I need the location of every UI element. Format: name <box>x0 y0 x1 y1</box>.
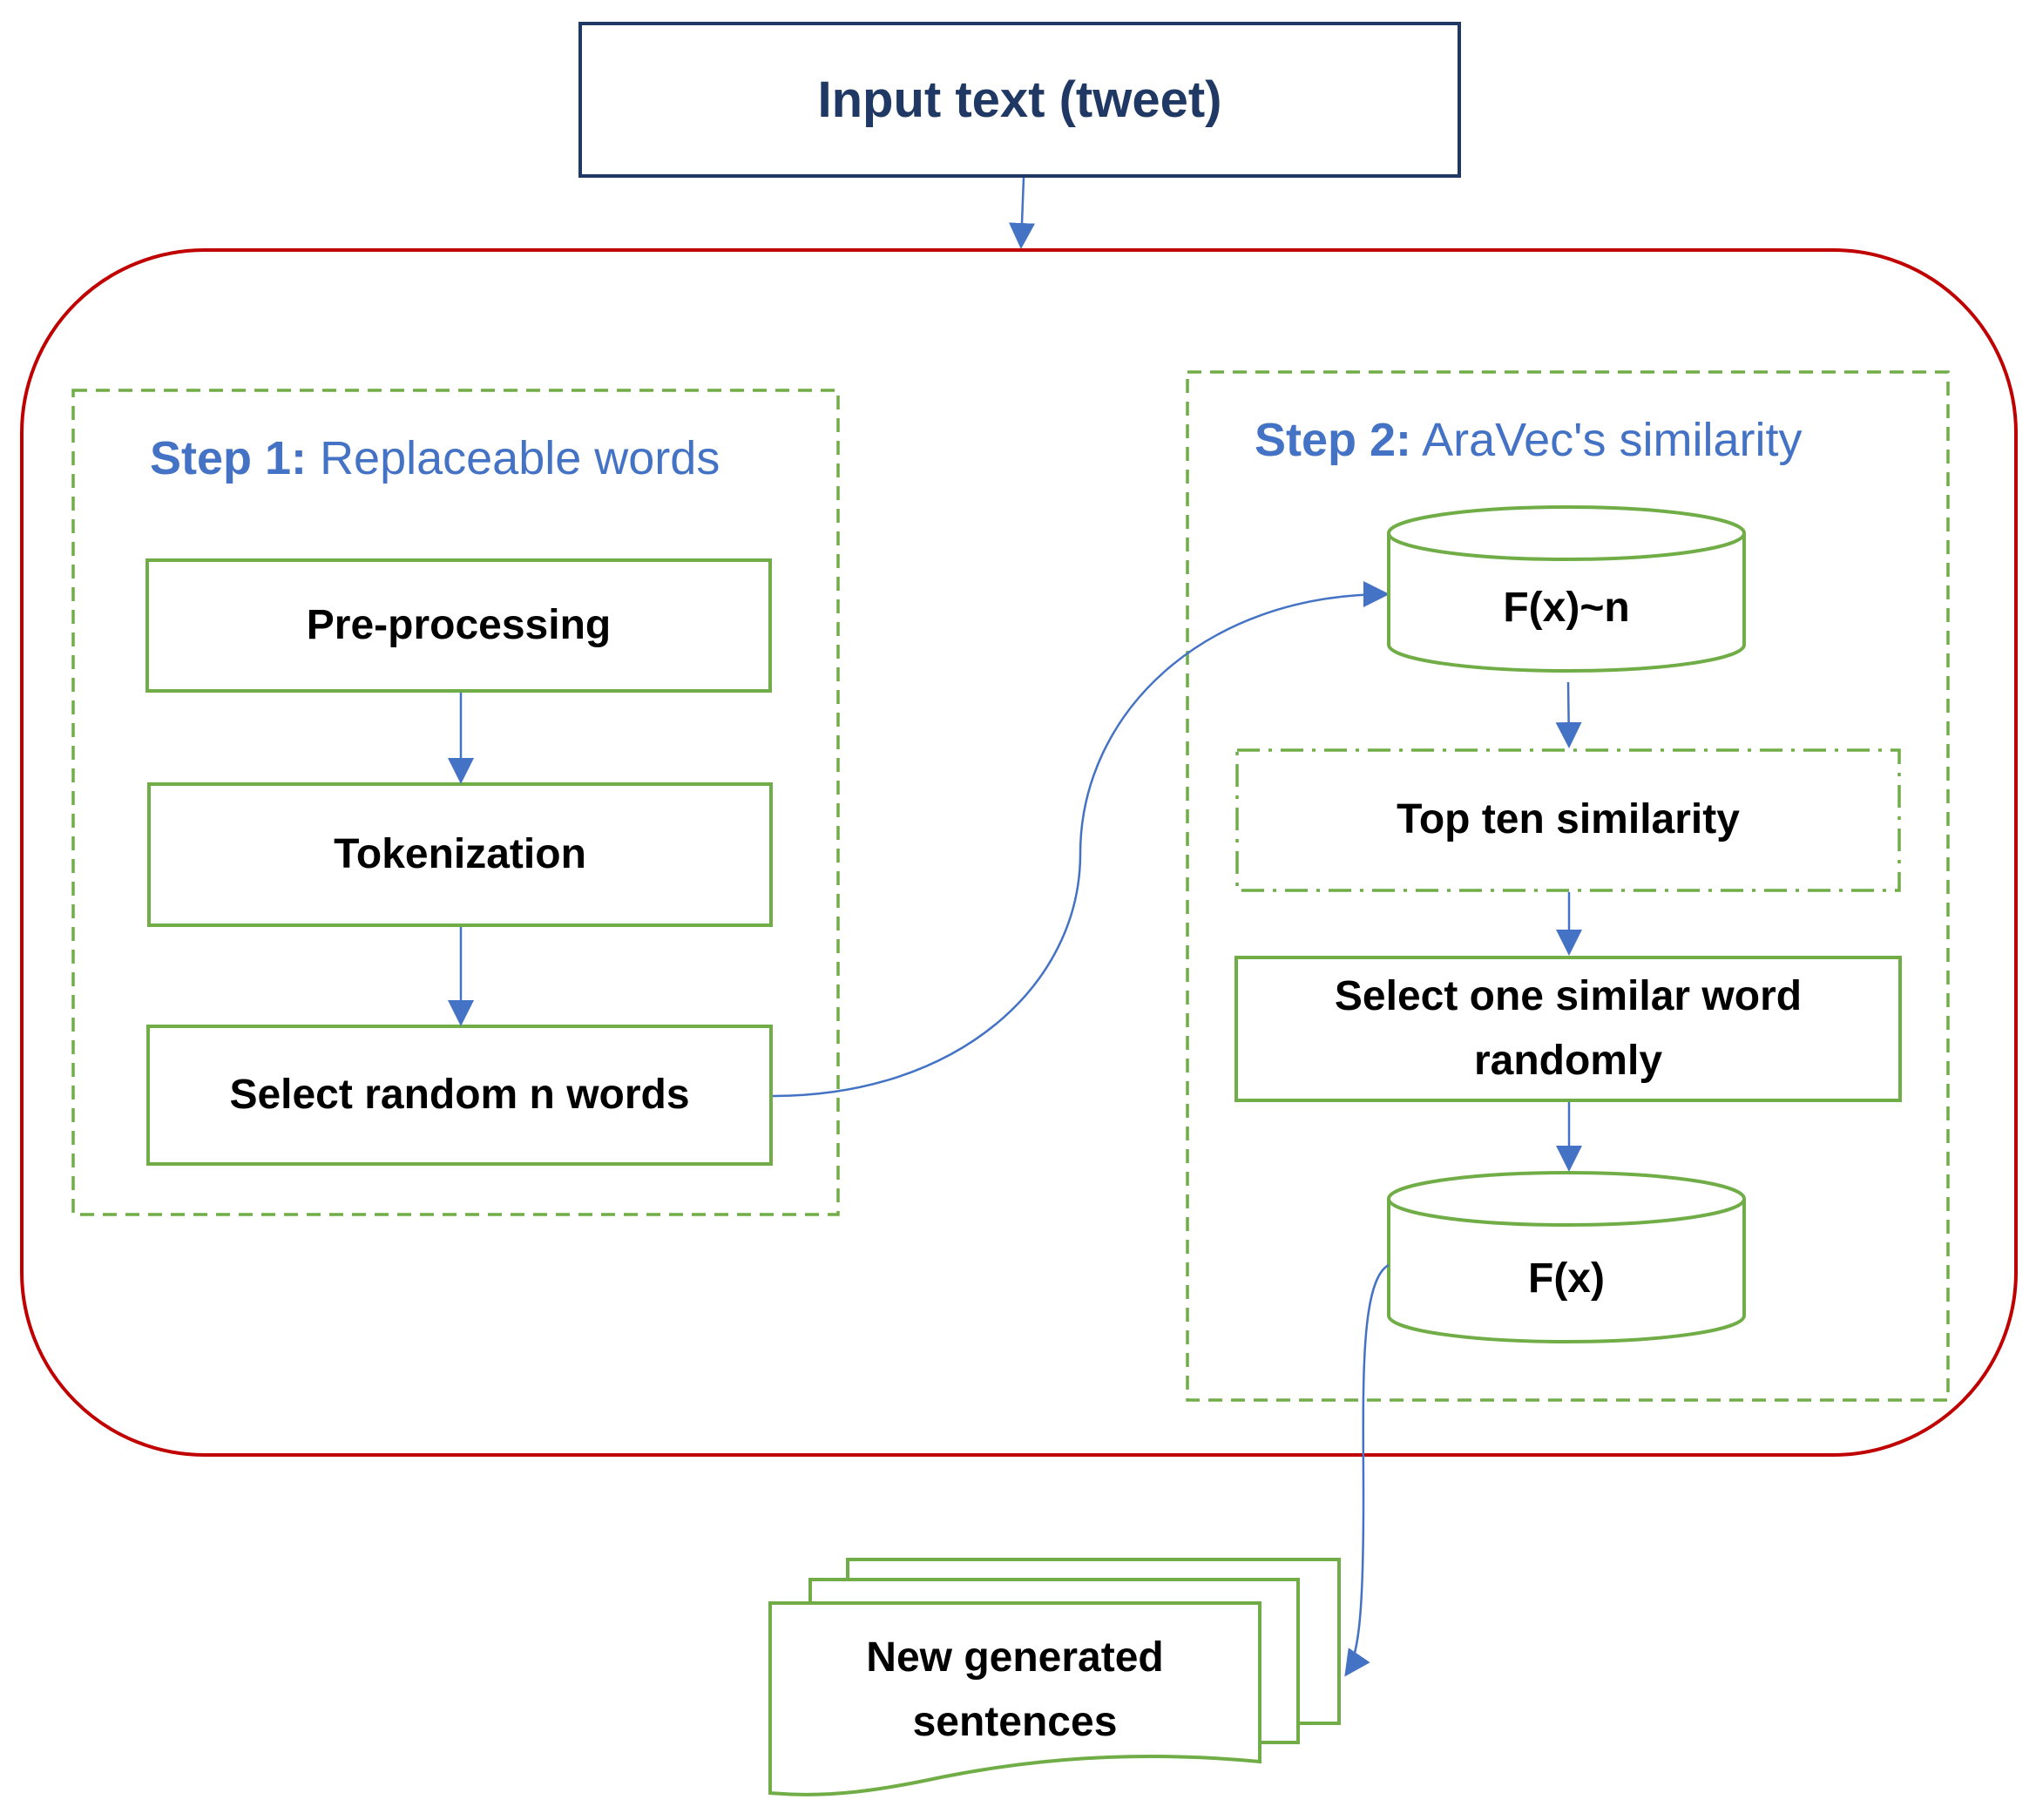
tokenization-box[interactable] <box>147 782 773 927</box>
select-random-text: Select random n words <box>229 1071 690 1118</box>
select-random-box[interactable] <box>146 1025 773 1166</box>
arrow-fx-to-output <box>1344 1263 1390 1677</box>
output-doc-front <box>768 1601 1262 1796</box>
fx-text: F(x) <box>1528 1255 1605 1302</box>
arrow-fxn-to-topten <box>1555 681 1582 748</box>
fxn-text: F(x)~n <box>1503 584 1630 631</box>
tokenization-label: Tokenization <box>149 784 771 925</box>
step1-lead: Step 1: <box>150 432 308 484</box>
step2-title-text: AraVec's similarity <box>1422 414 1803 466</box>
preprocessing-text: Pre-processing <box>306 601 612 648</box>
arrow-input-to-process <box>1009 177 1036 249</box>
top-ten-box[interactable] <box>1235 748 1901 892</box>
fx-label: F(x) <box>1389 1235 1744 1323</box>
fxn-cylinder[interactable] <box>1387 505 1746 673</box>
select-one-text-line2: randomly <box>1473 1038 1663 1084</box>
step2-title: Step 2: AraVec's similarity <box>1255 413 1802 467</box>
output-documents[interactable] <box>768 1558 1341 1796</box>
arrow-select-to-fxn <box>772 581 1390 1098</box>
output-text-line2: sentences <box>912 1699 1118 1745</box>
input-text: Input text (tweet) <box>817 71 1222 128</box>
preprocessing-box[interactable] <box>145 558 772 693</box>
step1-title-text: Replaceable words <box>320 432 720 484</box>
step1-group <box>71 389 840 1216</box>
fxn-label: F(x)~n <box>1389 565 1744 652</box>
step2-group <box>1186 370 1950 1402</box>
select-one-label: Select one similar word randomly <box>1236 957 1900 1100</box>
select-random-label: Select random n words <box>148 1026 771 1164</box>
step2-lead: Step 2: <box>1255 414 1412 466</box>
preprocessing-label: Pre-processing <box>147 560 770 691</box>
process-container <box>20 248 2018 1457</box>
fx-cylinder[interactable] <box>1387 1171 1746 1343</box>
step1-title: Step 1: Replaceable words <box>150 431 720 485</box>
input-text-label: Input text (tweet) <box>580 24 1459 176</box>
top-ten-label: Top ten similarity <box>1237 750 1899 890</box>
select-one-text-line1: Select one similar word <box>1334 972 1803 1019</box>
output-text-line1: New generated <box>866 1634 1164 1681</box>
select-one-box[interactable] <box>1234 956 1902 1102</box>
input-box[interactable] <box>578 22 1461 178</box>
output-label: New generated sentences <box>770 1620 1260 1760</box>
tokenization-text: Tokenization <box>334 830 586 877</box>
top-ten-text: Top ten similarity <box>1397 796 1740 843</box>
